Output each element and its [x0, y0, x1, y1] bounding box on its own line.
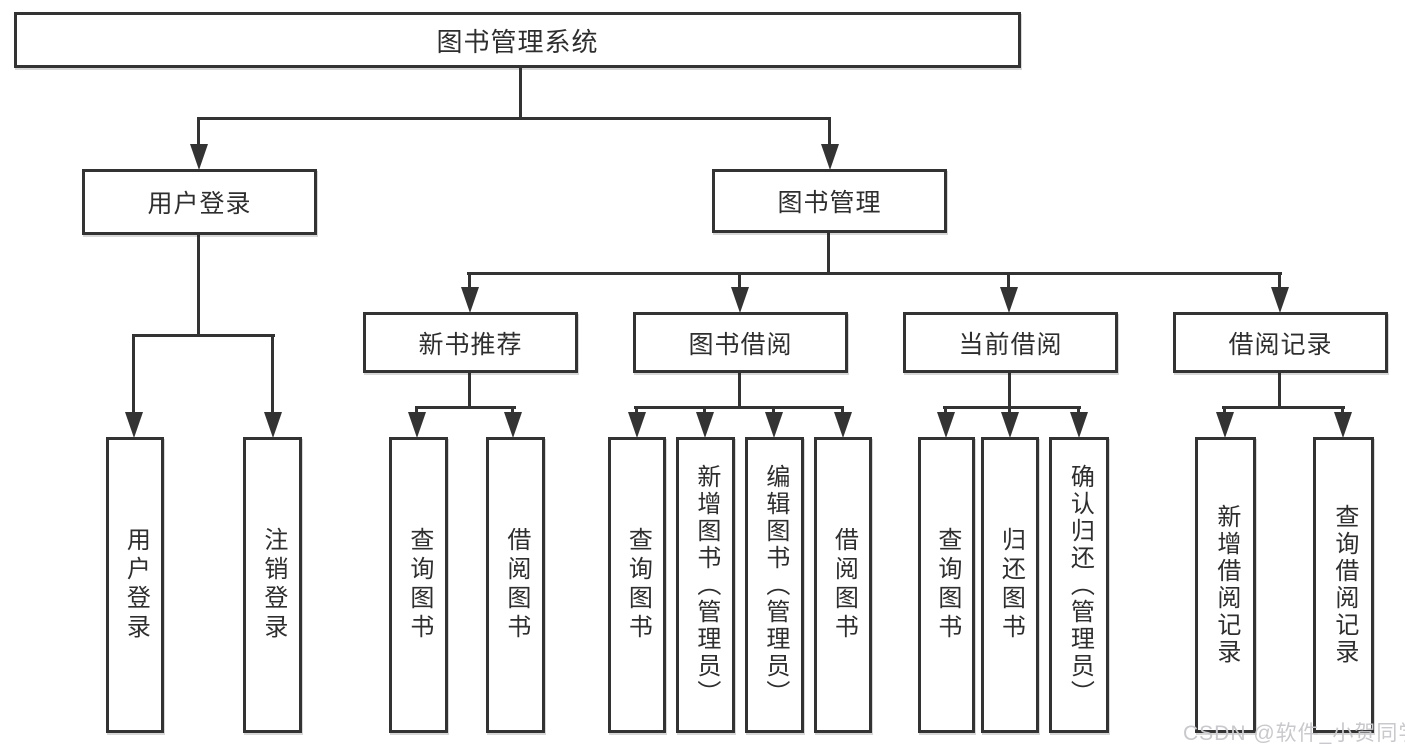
node-library-system: 图书管理系统 — [14, 12, 1021, 68]
leaf-records-add-record: 新增借阅记录 — [1195, 437, 1256, 733]
leaf-label: 查询图书 — [933, 527, 961, 643]
leaf-label: 查询借阅记录 — [1330, 504, 1358, 666]
arrow-down-icon — [408, 412, 426, 438]
connector-line — [132, 334, 275, 337]
arrow-down-icon — [628, 412, 646, 438]
arrow-down-icon — [1216, 412, 1234, 438]
connector-line — [635, 406, 638, 416]
connector-line — [519, 66, 522, 119]
leaf-records-query-record: 查询借阅记录 — [1313, 437, 1374, 733]
arrow-down-icon — [696, 412, 714, 438]
leaf-label: 注销登录 — [259, 527, 287, 643]
arrow-down-icon — [1070, 412, 1088, 438]
leaf-label: 查询图书 — [405, 527, 433, 643]
connector-line — [1341, 406, 1344, 416]
connector-line — [1222, 406, 1345, 409]
leaf-label: 新增图书（管理员） — [692, 463, 720, 707]
leaf-label: 新增借阅记录 — [1212, 504, 1240, 666]
connector-line — [132, 334, 135, 416]
arrow-down-icon — [504, 412, 522, 438]
leaf-current-confirm-return-admin: 确认归还（管理员） — [1049, 437, 1109, 733]
arrow-down-icon — [264, 412, 282, 438]
connector-line — [841, 406, 844, 416]
leaf-borrowing-add-books-admin: 新增图书（管理员） — [676, 437, 735, 733]
arrow-down-icon — [731, 287, 749, 313]
arrow-down-icon — [461, 287, 479, 313]
connector-line — [634, 406, 844, 409]
connector-line — [828, 117, 831, 147]
node-book-borrowing: 图书借阅 — [633, 312, 848, 373]
connector-line — [1007, 272, 1010, 292]
arrow-down-icon — [834, 412, 852, 438]
leaf-label: 查询图书 — [624, 527, 652, 643]
connector-line — [468, 370, 471, 408]
leaf-label: 归还图书 — [997, 527, 1025, 643]
arrow-down-icon — [1000, 287, 1018, 313]
connector-line — [772, 406, 775, 416]
connector-line — [738, 272, 741, 292]
leaf-label: 确认归还（管理员） — [1066, 463, 1094, 707]
connector-line — [738, 370, 741, 408]
connector-line — [467, 272, 1282, 275]
connector-line — [1278, 272, 1281, 292]
leaf-label: 借阅图书 — [830, 527, 858, 643]
connector-line — [197, 117, 831, 120]
connector-line — [197, 117, 200, 147]
arrow-down-icon — [821, 144, 839, 170]
arrow-down-icon — [190, 144, 208, 170]
leaf-recommend-query-books: 查询图书 — [389, 437, 448, 733]
connector-line — [1077, 406, 1080, 416]
connector-line — [827, 231, 830, 275]
arrow-down-icon — [1271, 287, 1289, 313]
leaf-logout-login: 注销登录 — [243, 437, 302, 733]
connector-line — [511, 406, 514, 416]
leaf-label: 借阅图书 — [502, 527, 530, 643]
node-current-borrowing: 当前借阅 — [903, 312, 1118, 373]
connector-line — [416, 406, 516, 409]
connector-line — [197, 233, 200, 337]
connector-line — [1008, 370, 1011, 408]
csdn-watermark: CSDN @软件_小贺同学 — [1183, 722, 1405, 745]
node-book-management: 图书管理 — [712, 169, 947, 233]
leaf-borrowing-query-books: 查询图书 — [608, 437, 666, 733]
arrow-down-icon — [937, 412, 955, 438]
leaf-label: 编辑图书（管理员） — [761, 463, 789, 707]
leaf-user-login: 用户登录 — [106, 437, 164, 733]
connector-line — [271, 334, 274, 416]
arrow-down-icon — [1001, 412, 1019, 438]
node-borrow-records: 借阅记录 — [1173, 312, 1388, 373]
arrow-down-icon — [1334, 412, 1352, 438]
leaf-borrowing-borrow-books: 借阅图书 — [814, 437, 872, 733]
leaf-current-query-books: 查询图书 — [918, 437, 975, 733]
arrow-down-icon — [125, 412, 143, 438]
connector-line — [944, 406, 947, 416]
connector-line — [415, 406, 418, 416]
connector-line — [703, 406, 706, 416]
node-new-book-recommend: 新书推荐 — [363, 312, 578, 373]
connector-line — [1223, 406, 1226, 416]
leaf-label: 用户登录 — [122, 527, 150, 643]
connector-line — [1278, 370, 1281, 408]
leaf-recommend-borrow-books: 借阅图书 — [486, 437, 545, 733]
connector-line — [1008, 406, 1011, 416]
connector-line — [468, 272, 471, 292]
arrow-down-icon — [765, 412, 783, 438]
connector-line — [943, 406, 1081, 409]
leaf-borrowing-edit-books-admin: 编辑图书（管理员） — [745, 437, 804, 733]
node-user-login: 用户登录 — [82, 169, 317, 235]
leaf-current-return-books: 归还图书 — [981, 437, 1039, 733]
